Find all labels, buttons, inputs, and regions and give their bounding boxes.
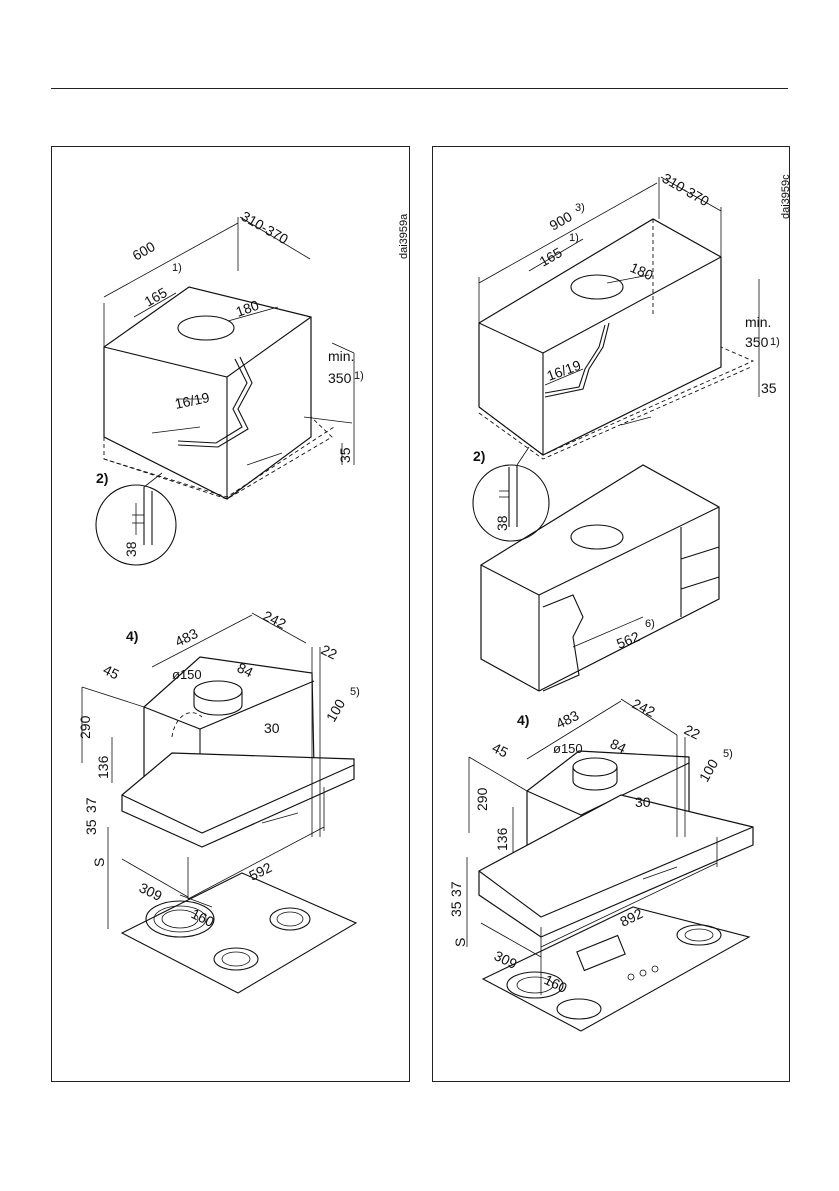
diagram-right-svg: dai3959c 900 3) 310-370 165 (448, 170, 791, 1032)
min-note: 1) (354, 370, 364, 382)
hood-dimensions (81, 612, 325, 929)
hood-depth-label: 242 (630, 695, 658, 720)
detail-circle (95, 472, 177, 566)
height1-label: 290 (474, 787, 490, 811)
duct-label: ø150 (553, 741, 583, 756)
offset-x-label: 165 (537, 244, 565, 270)
cooktop-drawing (120, 872, 358, 994)
duct-height-label: 30 (635, 794, 651, 810)
width-label: 600 (130, 238, 158, 264)
extension-label: 100 (323, 696, 349, 724)
height2-label: 136 (494, 827, 510, 851)
min-value-label: 350 (328, 370, 352, 386)
offset-x-note: 1) (569, 232, 579, 244)
left-offset-label: 309 (492, 947, 520, 972)
panel-thickness-label: 16/19 (173, 389, 211, 412)
counter-drawing (480, 464, 720, 692)
hood-width-label: 483 (172, 625, 200, 650)
cabinet-dimensions (478, 176, 760, 648)
height1-label: 290 (77, 715, 93, 739)
note-4: 4) (517, 712, 529, 728)
extension-label: 100 (696, 756, 722, 784)
hood-unit-drawing (478, 750, 754, 938)
thickness1-label: 37 (448, 881, 464, 897)
note-2: 2) (473, 448, 485, 464)
offset-x-note: 1) (172, 262, 182, 274)
left-offset-label: 309 (137, 879, 165, 904)
note-4: 4) (126, 628, 138, 644)
hood-depth2-label: 22 (319, 641, 340, 662)
min-value-label: 350 (745, 334, 769, 350)
extension-note: 5) (350, 686, 360, 698)
center-label: 160 (189, 905, 217, 930)
cabinet-width-note: 6) (645, 618, 655, 630)
extension-note: 5) (723, 748, 733, 760)
s-label: S (91, 858, 107, 867)
header-rule (51, 88, 788, 89)
thickness2-label: 35 (83, 819, 99, 835)
depth-label: 310-370 (239, 208, 292, 248)
height2-label: 136 (95, 755, 111, 779)
reference-code: dai3959a (398, 213, 410, 259)
front-width-label: 592 (246, 859, 274, 884)
duct-label: ø150 (172, 667, 202, 682)
thickness2-label: 35 (448, 901, 464, 917)
gap-label: 35 (337, 447, 353, 463)
reference-code: dai3959c (780, 174, 791, 219)
hood-depth2-label: 22 (682, 721, 703, 742)
offset-y-label: 180 (234, 297, 262, 320)
min-note: 1) (770, 336, 780, 348)
cabinet-dimensions (103, 216, 355, 465)
width-label: 900 (547, 208, 575, 234)
hood-dimensions (466, 698, 718, 995)
diagram-left-svg: dai3959a 600 310-370 165 1) 180 16/19 mi… (77, 208, 410, 994)
gap-label: 35 (761, 380, 777, 396)
cabinet-drawing (103, 286, 335, 500)
duct-height-label: 30 (264, 720, 280, 736)
width-note: 3) (575, 202, 585, 214)
detail-label: 38 (123, 541, 139, 557)
detail-label: 38 (494, 515, 510, 531)
depth-label: 310-370 (660, 170, 713, 210)
diagram-panel-left: dai3959a 600 310-370 165 1) 180 16/19 mi… (51, 146, 410, 1082)
s-label: S (452, 938, 468, 947)
cabinet-drawing (478, 218, 755, 460)
hood-depth-label: 242 (261, 607, 289, 632)
side-label: 45 (101, 661, 122, 682)
side-label: 45 (490, 739, 511, 760)
diagram-panel-right: dai3959c 900 3) 310-370 165 (432, 146, 791, 1082)
thickness1-label: 37 (83, 797, 99, 813)
center-label: 160 (542, 971, 570, 996)
note-2: 2) (96, 470, 108, 486)
duct-offset-label: 84 (608, 735, 629, 756)
detail-circle (472, 446, 550, 542)
hood-unit-drawing (121, 656, 355, 848)
duct-offset-label: 84 (235, 659, 256, 680)
min-label: min. (328, 348, 354, 364)
min-label: min. (745, 314, 771, 330)
cooktop-drawing (481, 906, 751, 1032)
